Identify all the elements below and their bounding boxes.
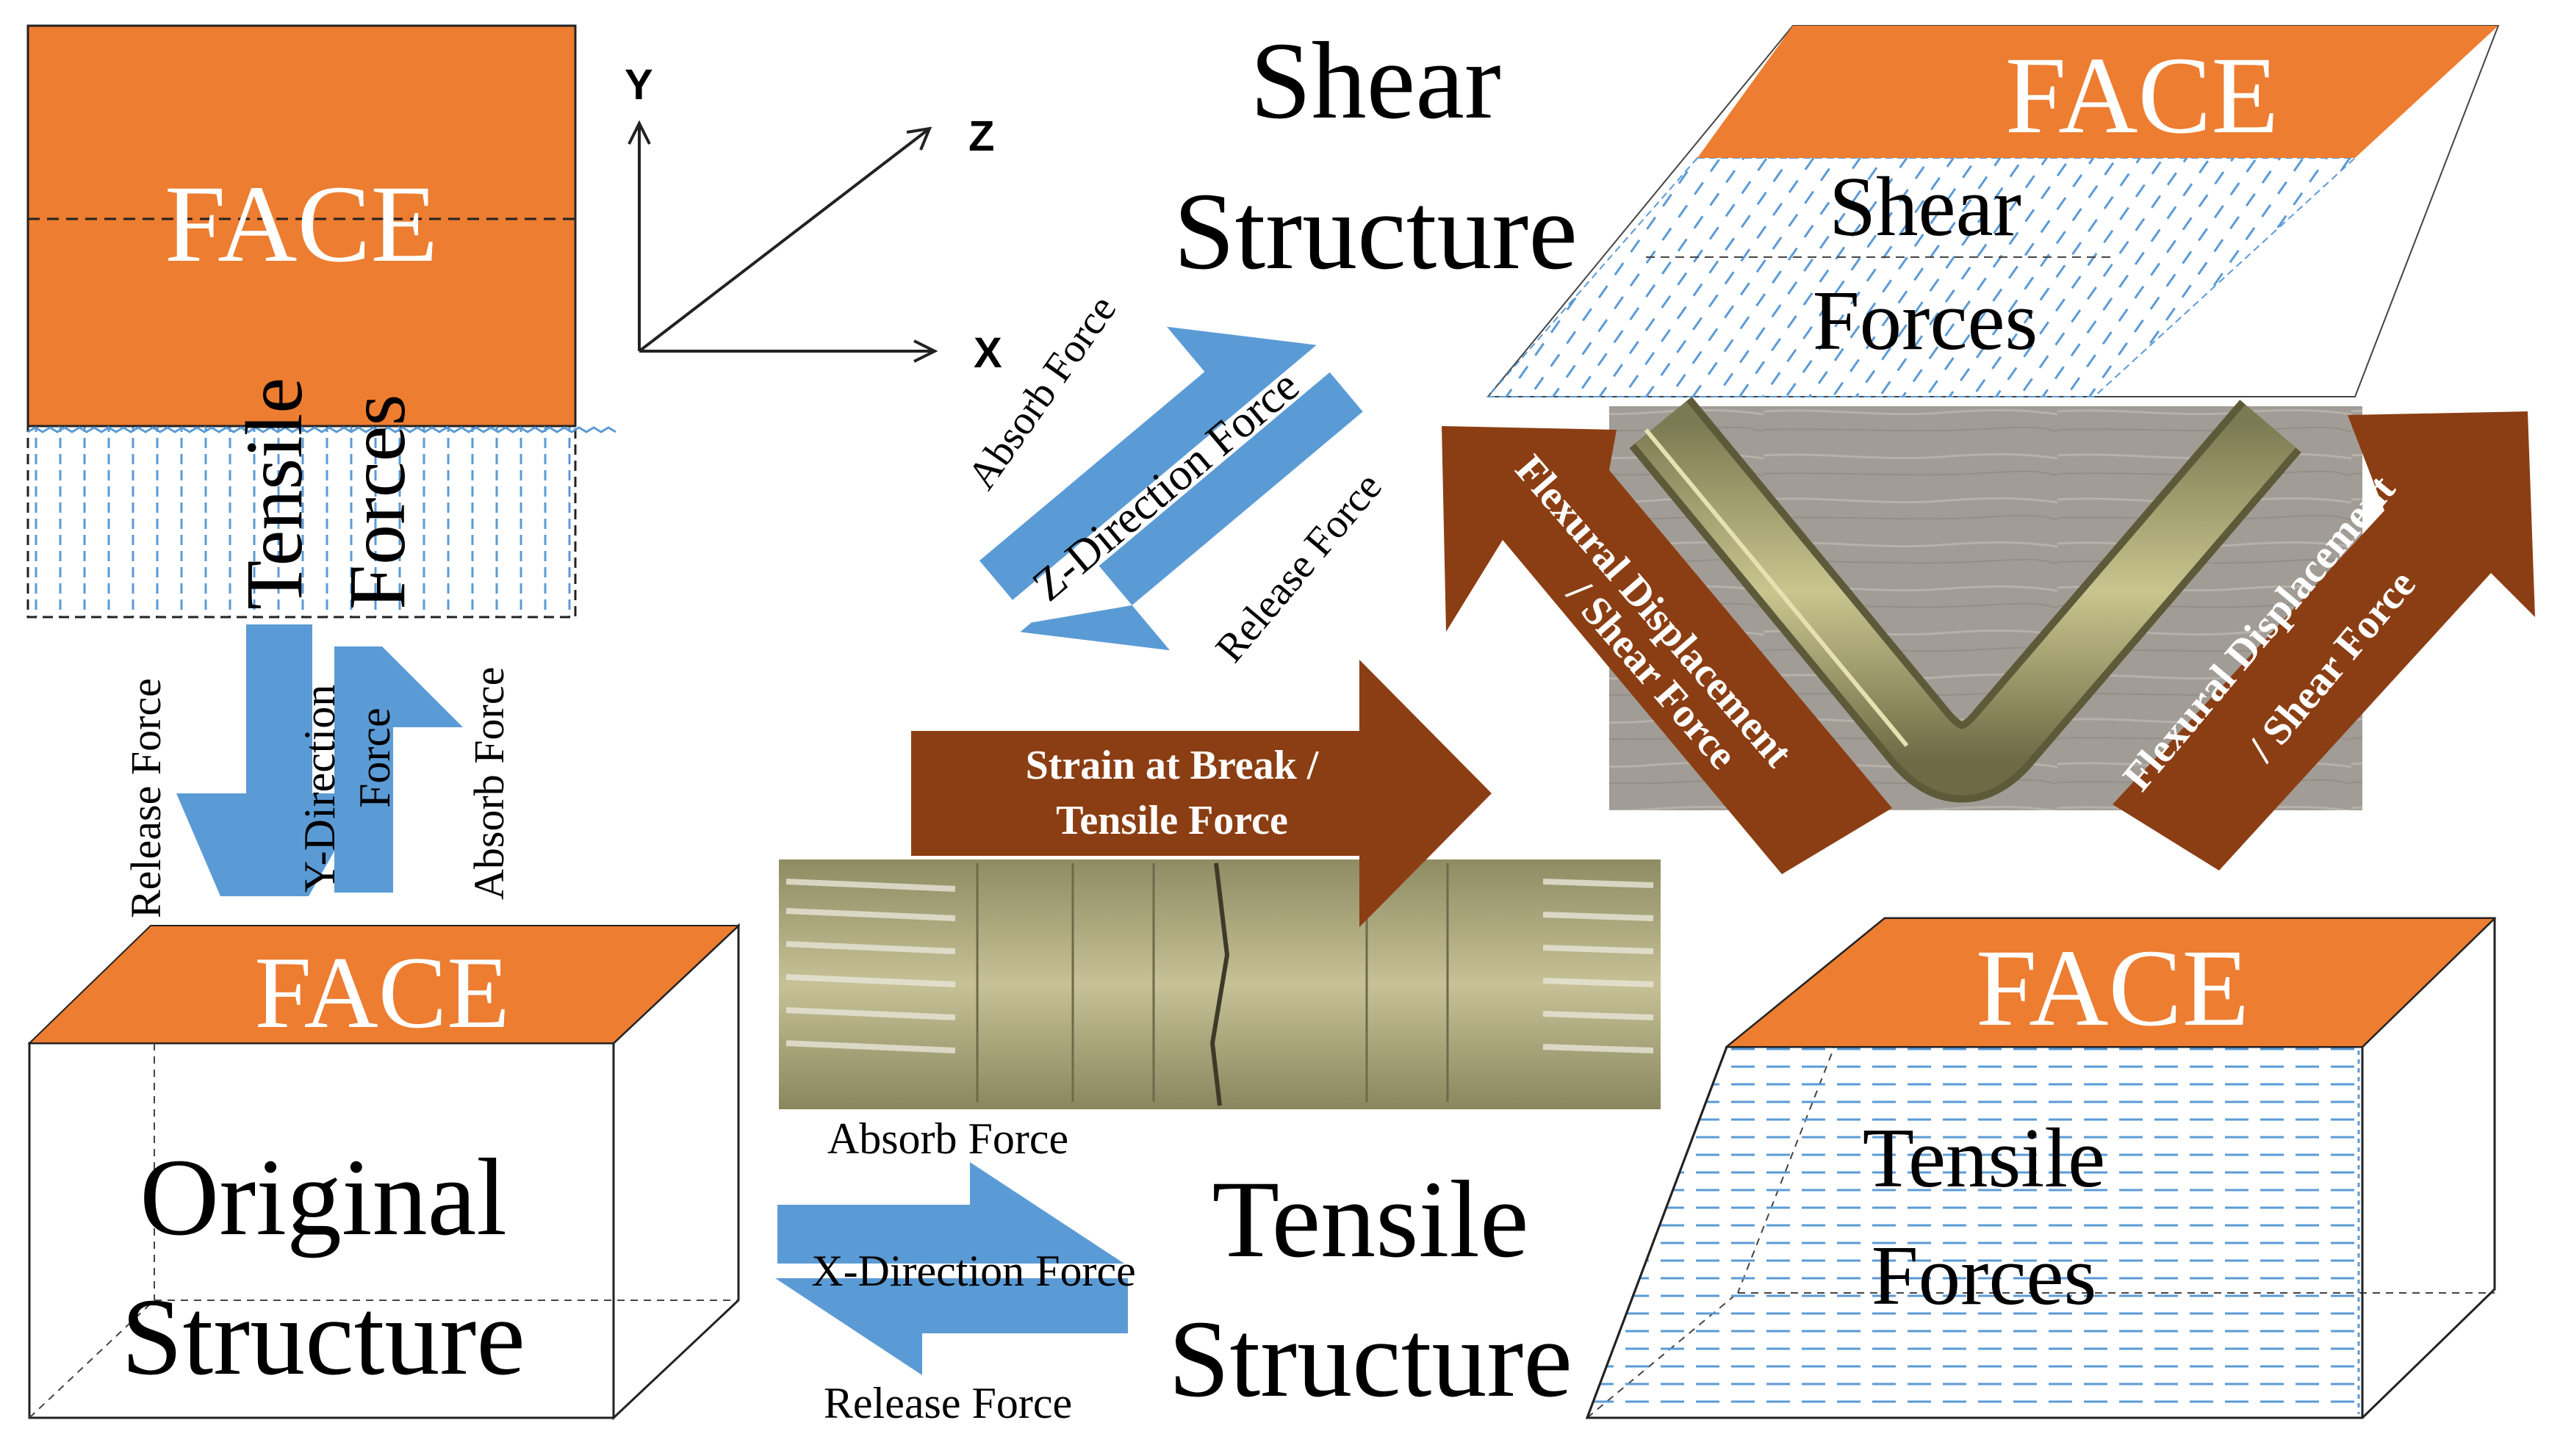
- face-block-original: [27, 925, 741, 1044]
- y-direction-arrow-down: [176, 624, 367, 896]
- z-direction-arrow-up: [979, 326, 1317, 600]
- x-axis-label: X: [974, 329, 1002, 377]
- strain-at-break-arrow: Strain at Break / Tensile Force: [779, 660, 1661, 1109]
- tensile-forces-label-2: Forces: [1872, 1229, 2097, 1322]
- flexural-arrow-left: Flexural Displacement / Shear Force: [1442, 426, 1892, 874]
- face-block-shear: [1697, 26, 2498, 158]
- shear-structure-title-2: Structure: [1173, 170, 1578, 292]
- specimen-grips: [785, 879, 1654, 1053]
- flexural-arrow-left-shape: [1442, 426, 1892, 874]
- x-direction-arrow-group: Absorb Force X-Direction Force Release F…: [775, 1114, 1136, 1427]
- flexural-arrow-right-shape: [2113, 411, 2535, 871]
- tensile-label-vertical: Tensile: [229, 378, 319, 610]
- shear-structure-title-1: Shear: [1250, 20, 1501, 142]
- tensile-forces-label-1: Tensile: [1863, 1111, 2105, 1205]
- strain-label-2: Tensile Force: [1056, 798, 1288, 843]
- shear-forces-label-1: Shear: [1829, 160, 2021, 253]
- forces-label-vertical: Forces: [332, 394, 422, 610]
- absorb-force-label-x: Absorb Force: [827, 1114, 1068, 1163]
- z-axis-label: Z: [968, 112, 994, 160]
- face-label-tensile: FACE: [1976, 927, 2249, 1049]
- face-block-top-left: [26, 24, 577, 428]
- x-direction-arrow-right: [777, 1162, 1124, 1264]
- z-direction-arrow-down: [1020, 372, 1363, 651]
- shear-panel: FACE Shear Forces: [1486, 25, 2500, 397]
- y-direction-arrow-up: [334, 646, 463, 893]
- face-block-tensile: [1725, 918, 2497, 1048]
- face-label-top-left: FACE: [165, 163, 438, 285]
- tensile-forces-region: [26, 425, 577, 619]
- strain-label-1: Strain at Break /: [1026, 743, 1320, 788]
- zigzag-border: [27, 426, 616, 433]
- x-direction-label: X-Direction Force: [811, 1247, 1136, 1295]
- tensile-structure-title-1: Tensile: [1212, 1158, 1528, 1280]
- shear-forces-label-2: Forces: [1813, 274, 2038, 367]
- original-label-1: Original: [140, 1136, 507, 1258]
- strain-arrow-shape: [911, 660, 1492, 927]
- hidden-edge-3: [29, 1300, 155, 1419]
- top-left-panel: FACE Tensile Forces Y-Direction Force Re…: [26, 24, 616, 918]
- absorb-force-label-left: Absorb Force: [465, 667, 513, 900]
- tensile-structure-title-2: Structure: [1168, 1298, 1572, 1420]
- original-structure: FACE Original Structure: [27, 923, 741, 1421]
- y-direction-label-2: Force: [350, 707, 399, 808]
- x-direction-arrow-left: [775, 1278, 1128, 1375]
- face-label-shear: FACE: [2005, 35, 2279, 156]
- release-force-label-left: Release Force: [122, 678, 170, 918]
- break-line: [1209, 862, 1230, 1106]
- tensile-panel: FACE Tensile Forces: [1585, 917, 2497, 1419]
- y-axis-label: Y: [625, 61, 653, 109]
- coordinate-axes: [628, 120, 938, 363]
- y-direction-label-1: Y-Direction: [295, 685, 344, 893]
- release-force-label-x: Release Force: [824, 1379, 1072, 1427]
- original-label-2: Structure: [121, 1276, 525, 1398]
- face-label-original: FACE: [254, 936, 509, 1050]
